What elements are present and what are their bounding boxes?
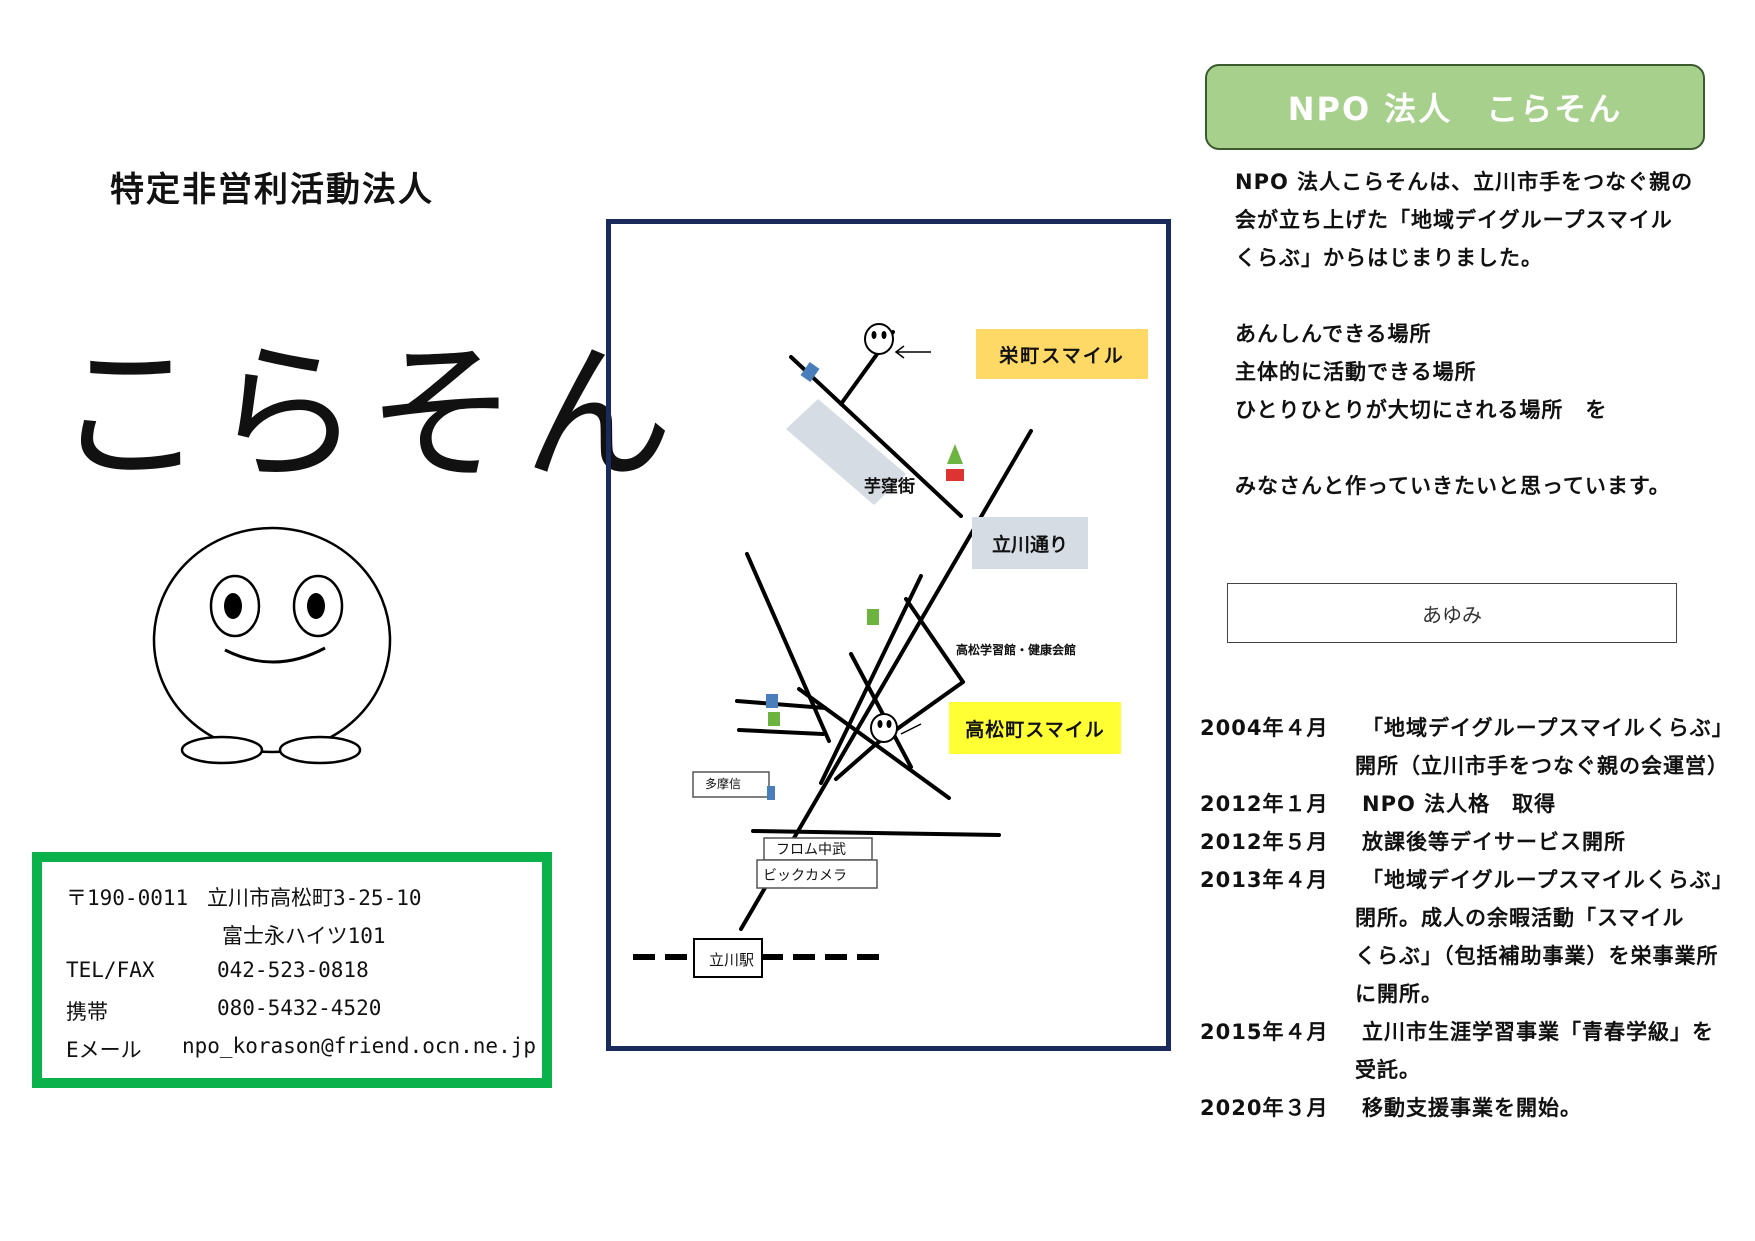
history-row: 閉所。成人の余暇活動「スマイル xyxy=(1355,906,1685,930)
ayumi-heading-box: あゆみ xyxy=(1227,583,1677,643)
road-cross-2 xyxy=(849,652,913,769)
mascot-illustration xyxy=(152,526,392,765)
email-address: npo_korason@friend.ocn.ne.jp xyxy=(182,1034,537,1058)
tamashin-label: 多摩信 xyxy=(705,777,742,791)
history-text: 立川市生涯学習事業「青春学級」を xyxy=(1362,1020,1714,1044)
history-row: 2020年３月 移動支援事業を開始。 xyxy=(1200,1092,1582,1122)
org-type-heading: 特定非営利活動法人 xyxy=(110,170,434,210)
takamatsu-arrow xyxy=(900,723,922,735)
sakaecho-smile-label: 栄町スマイル xyxy=(976,329,1148,379)
store-icon-blue xyxy=(800,362,820,382)
imokubo-label: 芋窪街 xyxy=(864,477,915,497)
history-row: 受託。 xyxy=(1355,1058,1421,1082)
bank-icon xyxy=(767,786,775,800)
intro-line-3: くらぶ」からはじまりました。 xyxy=(1235,246,1543,270)
history-date: 2012年５月 xyxy=(1200,830,1329,854)
address-line-1: 立川市高松町3-25-10 xyxy=(207,886,422,910)
history-date: 2015年４月 xyxy=(1200,1020,1329,1044)
store-icon-blue-2 xyxy=(766,694,778,708)
sakaecho-smile-icon xyxy=(864,323,894,355)
intro-line-6: ひとりひとりが大切にされる場所 を xyxy=(1235,398,1608,422)
takamatsucho-smile-label: 高松町スマイル xyxy=(949,702,1121,754)
tachikawa-dori-label: 立川通り xyxy=(972,517,1088,569)
history-date: 2004年４月 xyxy=(1200,716,1329,740)
tel-number: 042-523-0818 xyxy=(217,958,369,982)
history-row: 2012年５月 放課後等デイサービス開所 xyxy=(1200,826,1626,856)
intro-line-5: 主体的に活動できる場所 xyxy=(1235,360,1477,384)
station-label: 立川駅 xyxy=(709,951,755,969)
intro-line-1: NPO 法人こらそんは、立川市手をつなぐ親の xyxy=(1235,170,1694,194)
address-line-2: 富士永ハイツ101 xyxy=(222,924,386,948)
mascot-left-pupil xyxy=(224,593,242,619)
history-row: 2013年４月 「地域デイグループスマイルくらぶ」 xyxy=(1200,864,1734,894)
contact-info-box: 〒190-0011 立川市高松町3-25-10 富士永ハイツ101 TEL/FA… xyxy=(32,852,552,1088)
history-row: 2012年１月 NPO 法人格 取得 xyxy=(1200,788,1556,818)
history-row: 2015年４月 立川市生涯学習事業「青春学級」を xyxy=(1200,1016,1714,1046)
tamashin-box xyxy=(692,771,770,798)
takamatsu-smile-icon xyxy=(870,713,898,743)
road-horizontal-1 xyxy=(735,699,827,710)
store-icon-green-2 xyxy=(768,712,780,726)
tel-label: TEL/FAX xyxy=(66,958,155,982)
road-nw-diagonal xyxy=(789,355,963,518)
from-chubu-label: フロム中武 xyxy=(776,842,846,858)
mobile-number: 080-5432-4520 xyxy=(217,996,382,1020)
history-row: くらぶ」（包括補助事業）を栄事業所 xyxy=(1355,944,1719,968)
shop-icon-red xyxy=(946,469,964,481)
postal-code: 〒190-0011 xyxy=(66,886,189,910)
history-text: 放課後等デイサービス開所 xyxy=(1362,830,1626,854)
road-horizontal-3 xyxy=(751,829,1001,837)
imokubo-area xyxy=(786,399,906,505)
history-text: 「地域デイグループスマイルくらぶ」 xyxy=(1362,868,1734,892)
history-date: 2012年１月 xyxy=(1200,792,1329,816)
npo-header-banner: NPO 法人 こらそん xyxy=(1205,64,1705,150)
road-horizontal-2 xyxy=(737,728,825,736)
history-text: 移動支援事業を開始。 xyxy=(1362,1096,1582,1120)
history-row: 2004年４月 「地域デイグループスマイルくらぶ」 xyxy=(1200,712,1734,742)
intro-line-4: あんしんできる場所 xyxy=(1235,322,1432,346)
road-cross-3 xyxy=(819,574,923,785)
mascot-right-foot xyxy=(278,735,362,765)
road-left-diagonal xyxy=(745,552,831,743)
intro-line-2: 会が立ち上げた「地域デイグループスマイル xyxy=(1235,208,1673,232)
intro-line-7: みなさんと作っていきたいと思っています。 xyxy=(1235,474,1671,498)
road-cross-4 xyxy=(904,597,965,684)
history-text: 「地域デイグループスマイルくらぶ」 xyxy=(1362,716,1734,740)
road-cross-6 xyxy=(834,742,878,781)
bic-camera-box xyxy=(756,859,878,889)
mascot-left-foot xyxy=(180,735,264,765)
mascot-smile xyxy=(224,646,326,664)
store-icon-green-1 xyxy=(867,609,879,625)
map-drawing xyxy=(633,323,1033,978)
email-label: Eメール xyxy=(66,1038,142,1062)
mascot-right-pupil xyxy=(307,593,325,619)
history-date: 2013年４月 xyxy=(1200,868,1329,892)
org-name-logo-text: こらそん xyxy=(55,328,680,502)
takamatsu-hall-label: 高松学習館・健康会館 xyxy=(956,643,1077,657)
history-row: に開所。 xyxy=(1355,982,1443,1006)
sakaecho-arrow-head xyxy=(894,345,905,359)
bic-camera-label: ビックカメラ xyxy=(763,868,847,884)
history-text: NPO 法人格 取得 xyxy=(1362,792,1557,816)
history-date: 2020年３月 xyxy=(1200,1096,1329,1120)
station-box xyxy=(693,938,763,978)
tree-icon xyxy=(947,444,963,464)
mascot-body xyxy=(152,526,392,754)
access-map: 栄町スマイル 芋窪街 立川通り 高松学習館・健康会館 高松町スマイル 多摩信 フ… xyxy=(606,219,1171,1051)
history-row: 開所（立川市手をつなぐ親の会運営） xyxy=(1355,754,1729,778)
mobile-label: 携帯 xyxy=(66,1000,108,1024)
